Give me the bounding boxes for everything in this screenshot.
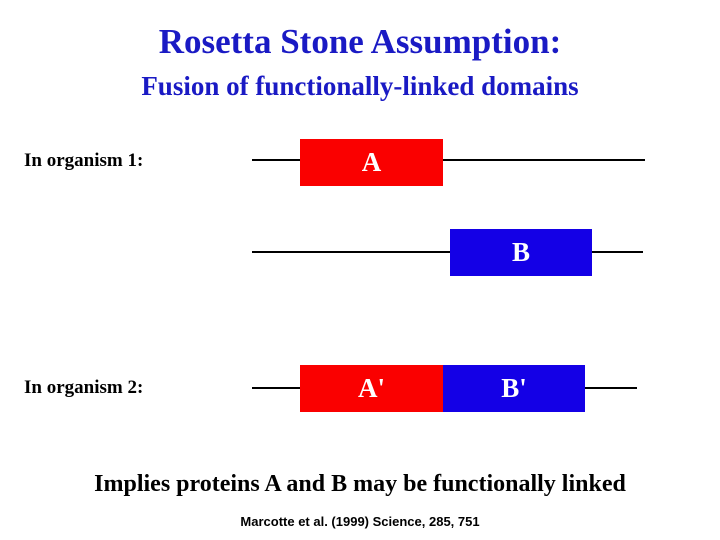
page-subtitle: Fusion of functionally-linked domains — [141, 71, 579, 101]
conclusion-text: Implies proteins A and B may be function… — [94, 471, 626, 497]
citation-text: Marcotte et al. (1999) Science, 285, 751 — [240, 514, 480, 529]
page-title: Rosetta Stone Assumption: — [158, 22, 562, 61]
row-label-organism-1: In organism 1: — [24, 150, 144, 171]
domain-label-a-prime: A' — [358, 373, 385, 403]
domain-label-b: B — [511, 237, 530, 267]
gene-line-row-1 — [252, 159, 645, 161]
domain-box-b-prime: B' — [443, 365, 585, 412]
gene-line-row-2 — [252, 251, 643, 253]
domain-label-b-prime: B' — [501, 373, 527, 403]
row-label-organism-2: In organism 2: — [24, 377, 144, 398]
domain-box-a-prime: A' — [300, 365, 443, 412]
domain-box-b: B — [450, 229, 592, 276]
domain-box-a: A — [300, 139, 443, 186]
domain-label-a: A — [361, 147, 382, 177]
